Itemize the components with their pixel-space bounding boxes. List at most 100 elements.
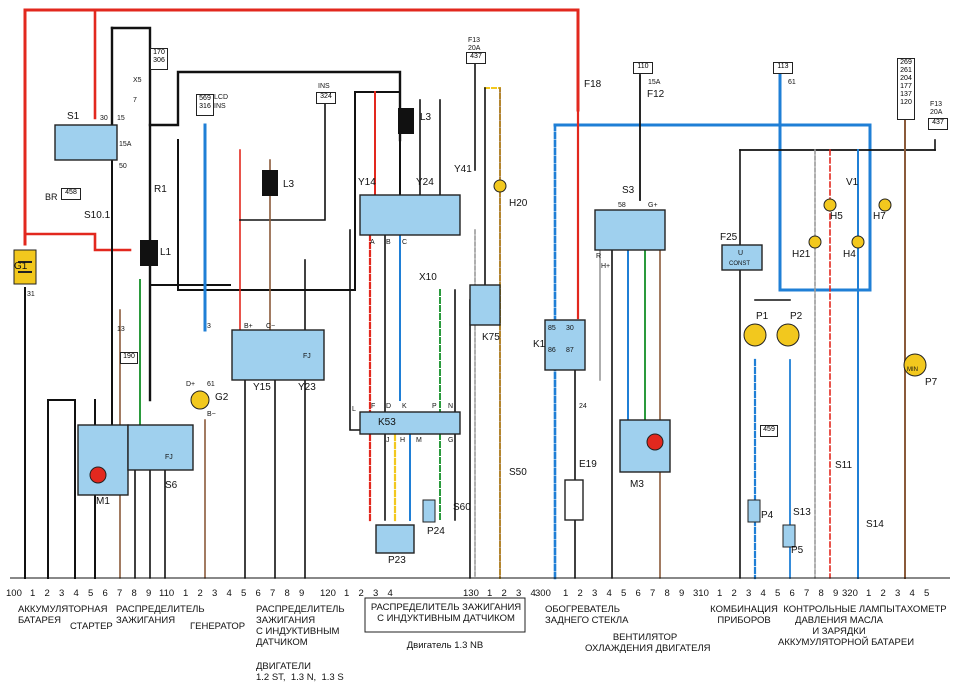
- axis-digit: 8: [131, 588, 137, 599]
- label-f18: F18: [584, 79, 602, 90]
- axis-110: 110: [159, 588, 175, 599]
- axis-digit: 7: [650, 588, 656, 599]
- label-h4: H4: [843, 249, 856, 260]
- axis-digit: 2: [197, 588, 203, 599]
- label-y41: Y41: [454, 164, 472, 175]
- sender-p5: [782, 524, 796, 548]
- caption-lamps: КОНТРОЛЬНЫЕ ЛАМПЫ ДАВЛЕНИЯ МАСЛА И ЗАРЯД…: [778, 604, 915, 648]
- caption-generator: ГЕНЕРАТОР: [190, 621, 246, 632]
- label-p2: P2: [790, 311, 803, 322]
- pin-30: 30: [100, 115, 108, 122]
- label-l1: L1: [160, 247, 172, 258]
- axis-digit: 5: [924, 588, 930, 599]
- axis-digit: 3: [746, 588, 752, 599]
- gauge-p1: [743, 323, 767, 347]
- module-f25: [721, 244, 763, 271]
- axis-digit: 2: [731, 588, 737, 599]
- axis-310: 310: [693, 588, 709, 599]
- axis-digit: 9: [299, 588, 305, 599]
- label-h5: H5: [830, 211, 843, 222]
- pin-k: K: [402, 403, 407, 410]
- caption-engines: ДВИГАТЕЛИ 1.2 ST, 1.3 N, 1.3 S: [256, 661, 344, 683]
- pin-b: B: [386, 239, 391, 246]
- label-h7: H7: [873, 211, 886, 222]
- caption-rear-heater: ОБОГРЕВАТЕЛЬ ЗАДНЕГО СТЕКЛА: [545, 604, 629, 626]
- coil-l3-right: [398, 108, 414, 134]
- label-x10: X10: [419, 272, 437, 283]
- label-s14: S14: [866, 519, 884, 530]
- axis-100: 100: [6, 588, 22, 599]
- motor-m3-icon: [646, 433, 664, 451]
- pin-a: A: [370, 239, 375, 246]
- tag-113: 113: [773, 62, 793, 74]
- label-y24: Y24: [416, 177, 434, 188]
- label-r1: R1: [154, 184, 167, 195]
- pin-86: 86: [548, 347, 556, 354]
- starter-m1: [77, 424, 129, 496]
- caption-battery: АККУМУЛЯТОРНАЯ БАТАРЕЯ: [18, 604, 108, 626]
- axis-digit: 7: [804, 588, 810, 599]
- pin-n: N: [448, 403, 454, 410]
- coil-l3-left: [262, 170, 278, 196]
- axis-digit: 7: [270, 588, 276, 599]
- label-p4: P4: [761, 510, 774, 521]
- axis-digit: 9: [833, 588, 839, 599]
- label-ins-2: INS: [318, 83, 330, 90]
- caption-frame: [364, 597, 526, 633]
- pin-dplus: D+: [186, 381, 196, 388]
- relay-k75: [469, 284, 501, 326]
- axis-digit: 1: [563, 588, 569, 599]
- ignition-switch-s1: [54, 124, 118, 161]
- pin-13: 13: [117, 326, 125, 333]
- pin-15a: 15A: [119, 141, 132, 148]
- axis-130: 130: [463, 588, 479, 599]
- label-g2: G2: [215, 392, 229, 403]
- axis-digit: 4: [606, 588, 612, 599]
- pin-g: G: [448, 437, 454, 444]
- relay-k1: [544, 319, 586, 371]
- axis-digit: 2: [577, 588, 583, 599]
- lamp-h4: [851, 235, 865, 249]
- lamp-h21: [808, 235, 822, 249]
- axis-digit: 8: [818, 588, 824, 599]
- label-f13: F13: [468, 37, 481, 44]
- label-s1: S1: [67, 111, 80, 122]
- axis-digit: 7: [117, 588, 123, 599]
- label-y15: Y15: [253, 382, 271, 393]
- pin-bminus: B−: [207, 411, 216, 418]
- label-m1: M1: [96, 496, 110, 507]
- tag-190: 190: [120, 352, 138, 364]
- caption-distributor-ind: РАСПРЕДЕЛИТЕЛЬ ЗАЖИГАНИЯ С ИНДУКТИВНЫМ Д…: [256, 604, 345, 648]
- axis-digit: 5: [775, 588, 781, 599]
- axis-digit: 6: [789, 588, 795, 599]
- axis-digit: 1: [866, 588, 872, 599]
- axis-digit: 4: [387, 588, 393, 599]
- label-lcd: LCD: [214, 94, 229, 101]
- label-61: 61: [788, 79, 796, 86]
- gauge-p2: [776, 323, 800, 347]
- label-l3-right: L3: [420, 112, 432, 123]
- pin-l: L: [352, 406, 356, 413]
- pin-bplus: B+: [244, 323, 253, 330]
- f25-const: CONST: [729, 261, 750, 267]
- label-15a: 15A: [648, 79, 661, 86]
- axis-digit: 4: [73, 588, 79, 599]
- axis-digit: 9: [679, 588, 685, 599]
- caption-starter: СТАРТЕР: [70, 621, 113, 632]
- pin-15: 15: [117, 115, 125, 122]
- tag-437: 437: [466, 52, 486, 64]
- pin-h: H: [400, 437, 406, 444]
- pin-50: 50: [119, 163, 127, 170]
- axis-digit: 1: [183, 588, 189, 599]
- axis-digit: 2: [880, 588, 886, 599]
- module-k53: [359, 411, 461, 435]
- pin-j: J: [386, 437, 390, 444]
- label-p23: P23: [388, 555, 406, 566]
- axis-digit: 3: [59, 588, 65, 599]
- battery-g1: [13, 249, 37, 285]
- tag-110: 110: [633, 62, 653, 74]
